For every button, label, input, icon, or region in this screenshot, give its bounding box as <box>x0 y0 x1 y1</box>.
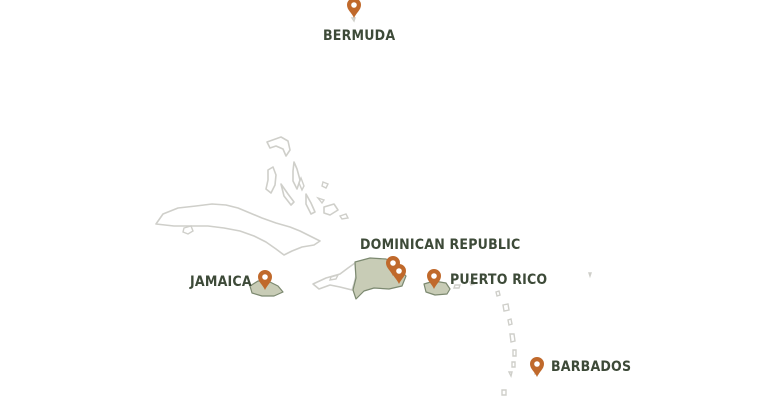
map-pins <box>258 0 544 377</box>
bahamas-eleuthera-outline <box>292 161 301 190</box>
dominica-outline <box>507 318 513 326</box>
label-barbados[interactable]: BARBADOS <box>551 359 632 375</box>
bahamas-mayaguana-outline <box>338 213 350 220</box>
pin-body <box>392 264 406 284</box>
map-pin-icon[interactable] <box>427 269 441 289</box>
bahamas-exuma-outline <box>280 183 295 206</box>
pin-body <box>427 269 441 289</box>
pin-center <box>534 361 540 367</box>
isla-juventud-outline <box>182 225 194 235</box>
map-pin-icon[interactable] <box>347 0 361 18</box>
grenada-outline <box>501 389 507 396</box>
turks-caicos-outline <box>321 181 329 189</box>
martinique-outline <box>509 333 516 343</box>
pin-body <box>386 256 400 276</box>
map-pin-icon[interactable] <box>258 270 272 290</box>
label-puerto-rico[interactable]: PUERTO RICO <box>450 272 548 288</box>
bahamas-crooked-outline <box>315 196 326 205</box>
bahamas-abaco-outline <box>266 136 291 157</box>
pin-center <box>396 268 402 274</box>
label-dominican-republic[interactable]: DOMINICAN REPUBLIC <box>360 237 521 253</box>
pin-body <box>530 357 544 377</box>
pin-center <box>431 273 437 279</box>
label-bermuda[interactable]: BERMUDA <box>323 28 396 44</box>
pin-center <box>262 274 268 280</box>
map-pin-icon[interactable] <box>392 264 406 284</box>
map-pin-icon[interactable] <box>386 256 400 276</box>
cuba-outline <box>155 203 321 256</box>
bahamas-cat-outline <box>298 176 305 192</box>
remote-islet-outline <box>588 272 592 279</box>
antigua-outline <box>495 290 501 297</box>
guadeloupe-outline <box>502 303 510 312</box>
anguilla-outline <box>469 280 475 286</box>
bahamas-inagua-outline <box>323 203 339 216</box>
grenadines-outline <box>507 371 513 379</box>
bahamas-long-island-outline <box>305 193 316 215</box>
gonave-outline <box>328 273 340 281</box>
st-vincent-outline <box>511 361 516 368</box>
st-lucia-outline <box>512 349 517 357</box>
virgin-islands-outline <box>453 284 461 289</box>
bahamas-andros-outline <box>265 166 277 194</box>
label-jamaica[interactable]: JAMAICA <box>190 274 252 290</box>
pin-center <box>390 260 396 266</box>
bermuda-outline <box>350 17 356 23</box>
pin-body <box>347 0 361 18</box>
pin-center <box>351 2 357 8</box>
map-pin-icon[interactable] <box>530 357 544 377</box>
pin-body <box>258 270 272 290</box>
